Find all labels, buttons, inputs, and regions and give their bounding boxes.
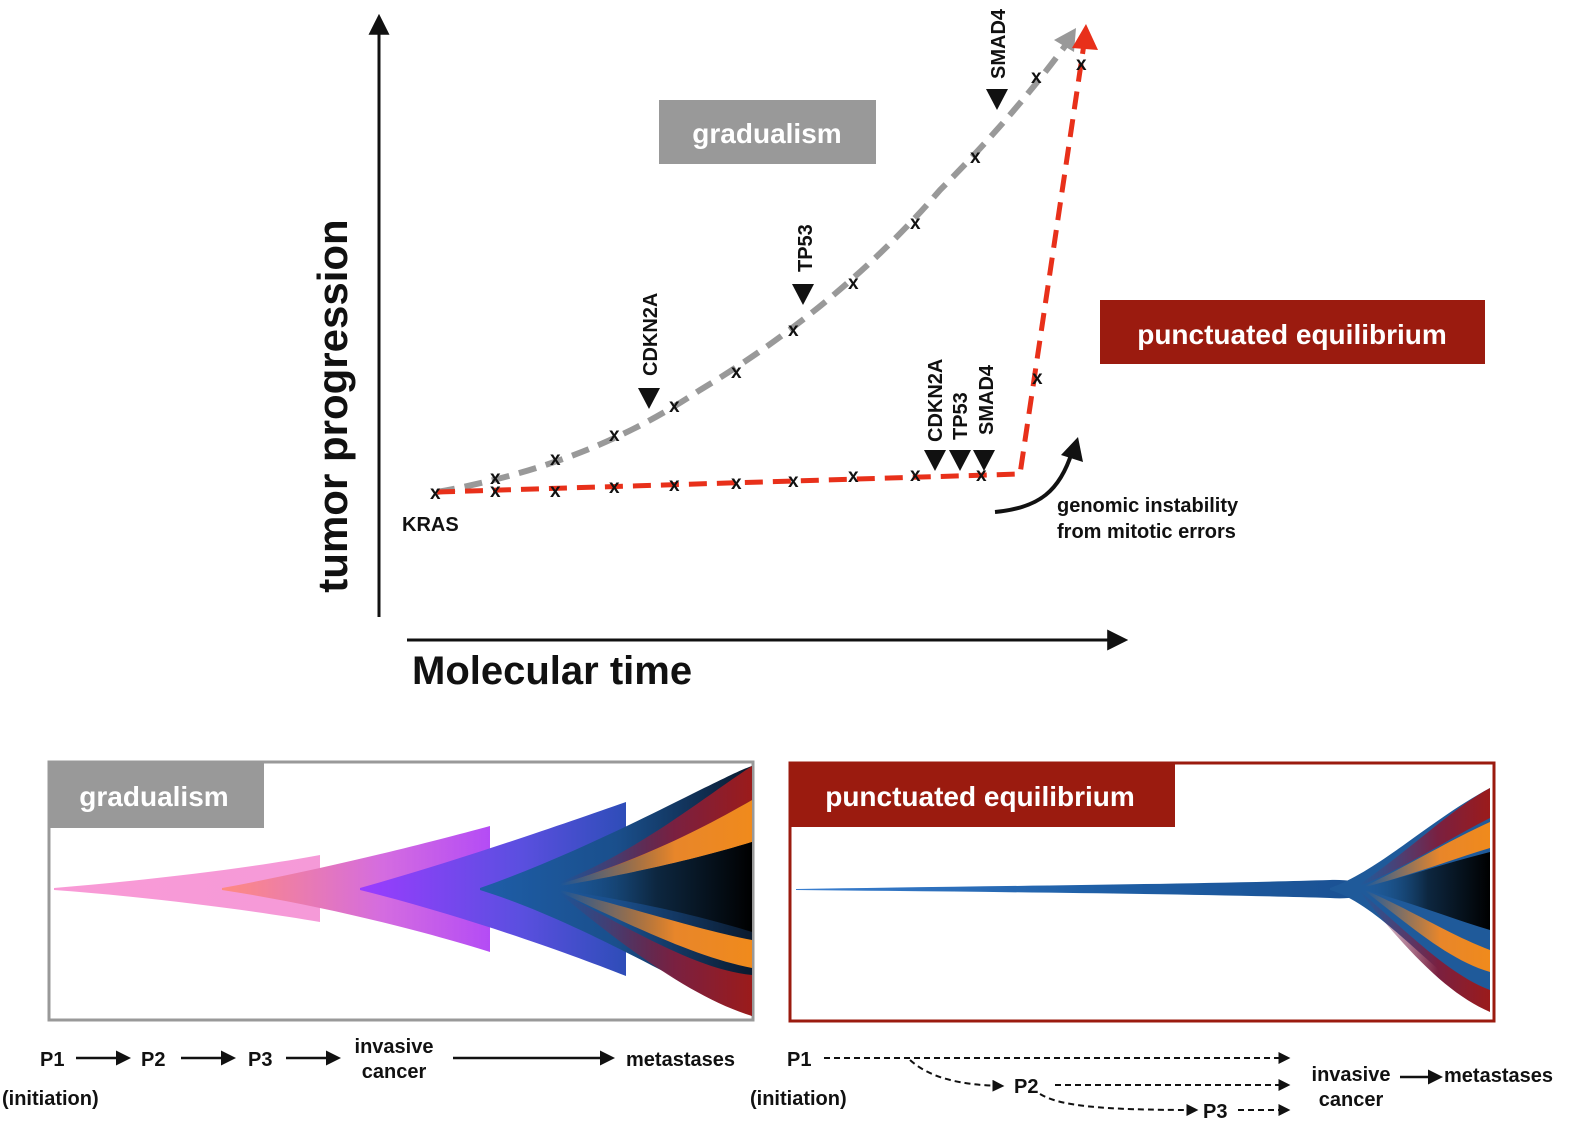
subclone-core xyxy=(1365,852,1490,930)
gradualism-arrowhead xyxy=(1054,28,1076,52)
stage-p3: P3 xyxy=(248,1049,272,1071)
gene-pointer xyxy=(949,450,971,471)
stage-p1: P1 xyxy=(787,1049,811,1071)
clone-stream xyxy=(796,879,1400,899)
mutation-marker: x xyxy=(731,362,742,383)
punctuated-gene-tp53: TP53 xyxy=(949,392,972,471)
gradualism-gene-smad4: SMAD4 xyxy=(986,8,1010,110)
mutation-marker: x xyxy=(430,483,441,504)
flow-arrow xyxy=(909,1059,1005,1092)
gene-pointer xyxy=(792,284,814,305)
initiation-label: (initiation) xyxy=(750,1088,847,1110)
mutation-marker: x xyxy=(788,471,799,492)
mutation-marker: x xyxy=(970,147,981,168)
y-axis-label: tumor progression xyxy=(309,219,356,592)
mutation-marker: x xyxy=(490,468,501,489)
subclone-red-bottom xyxy=(560,892,752,1016)
gene-pointer xyxy=(638,388,660,409)
gene-label: SMAD4 xyxy=(976,364,998,435)
subclone-red-top xyxy=(1360,788,1490,886)
kras-label: KRAS xyxy=(402,514,459,536)
mutation-marker: x xyxy=(1031,67,1042,88)
stage-p2: P2 xyxy=(1014,1076,1038,1098)
punctuated-gene-cdkn2a: CDKN2A xyxy=(924,359,947,471)
gene-pointer xyxy=(924,450,946,471)
punctuated-curve xyxy=(436,43,1087,495)
subclone-orange-top xyxy=(560,800,752,886)
subclone-red-bottom xyxy=(1360,891,1490,1012)
gene-label: TP53 xyxy=(795,224,817,272)
panel-title-badge xyxy=(49,762,264,828)
gradualism-curve xyxy=(436,40,1071,495)
instability-note-line1: genomic instability xyxy=(1057,495,1239,517)
stage-metastases: metastases xyxy=(626,1049,735,1071)
punctuated-panel: punctuated equilibrium P1 P2 P3 invasive… xyxy=(750,761,1553,1123)
punctuated-mutations: x x x x x x x x x x x xyxy=(490,54,1087,502)
punctuated-arrowhead xyxy=(1072,24,1098,50)
gradualism-panel: gradualism P1 P2 P3 invasive cancer meta… xyxy=(2,760,755,1110)
gene-label: SMAD4 xyxy=(988,8,1010,79)
stage-p1: P1 xyxy=(40,1049,64,1071)
instability-note-line2: from mitotic errors xyxy=(1057,521,1236,543)
mutation-marker: x xyxy=(490,481,501,502)
gradualism-badge: gradualism xyxy=(659,100,876,164)
stage-p2: P2 xyxy=(141,1049,165,1071)
mutation-marker: x xyxy=(609,425,620,446)
subclone-core xyxy=(560,842,752,932)
mutation-marker: x xyxy=(848,466,859,487)
instability-arrow xyxy=(994,451,1074,514)
x-axis-label: Molecular time xyxy=(412,649,692,693)
punctuated-gene-smad4: SMAD4 xyxy=(973,364,998,471)
flow-arrow xyxy=(1039,1093,1199,1116)
gradualism-gene-tp53: TP53 xyxy=(792,224,817,305)
mutation-marker: x xyxy=(731,473,742,494)
gene-label: CDKN2A xyxy=(925,359,947,442)
stage-cancer: cancer xyxy=(1319,1089,1384,1111)
gene-label: TP53 xyxy=(950,392,972,440)
mutation-marker: x xyxy=(910,213,921,234)
panel-title: punctuated equilibrium xyxy=(825,781,1135,812)
instability-arrowhead xyxy=(1061,437,1083,462)
panel-title: gradualism xyxy=(79,781,228,812)
stage-invasive: invasive xyxy=(355,1036,434,1058)
gradualism-gene-cdkn2a: CDKN2A xyxy=(638,293,662,409)
mutation-marker: x xyxy=(1032,368,1043,389)
subclone-orange-top xyxy=(1365,822,1490,887)
mutation-marker: x xyxy=(669,396,680,417)
mutation-marker: x xyxy=(550,449,561,470)
mutation-marker: x xyxy=(910,465,921,486)
clone-1 xyxy=(54,855,320,922)
punctuated-badge: punctuated equilibrium xyxy=(1100,300,1485,364)
gene-pointer xyxy=(986,89,1008,110)
progression-chart: tumor progression Molecular time x x x x… xyxy=(309,8,1485,693)
stage-metastases: metastases xyxy=(1444,1065,1553,1087)
gene-pointer xyxy=(973,450,995,471)
gene-label: CDKN2A xyxy=(640,293,662,376)
stage-invasive: invasive xyxy=(1312,1064,1391,1086)
mutation-marker: x xyxy=(848,273,859,294)
mutation-marker: x xyxy=(609,477,620,498)
mutation-marker: x xyxy=(788,320,799,341)
subclone-orange-bottom xyxy=(1365,890,1490,972)
panel-title-badge xyxy=(790,763,1175,827)
gradualism-badge-text: gradualism xyxy=(692,118,841,149)
mutation-marker: x xyxy=(550,481,561,502)
clone-2 xyxy=(222,826,490,952)
subclone-orange-bottom xyxy=(560,890,752,968)
mutation-marker: x xyxy=(1076,54,1087,75)
initiation-label: (initiation) xyxy=(2,1088,99,1110)
mutation-marker: x xyxy=(669,475,680,496)
mutation-marker: x xyxy=(976,465,987,486)
punctuated-badge-text: punctuated equilibrium xyxy=(1137,319,1447,350)
stage-p3: P3 xyxy=(1203,1101,1227,1123)
stage-cancer: cancer xyxy=(362,1061,427,1083)
gradualism-mutations: x x x x x x x x x x x xyxy=(430,67,1042,504)
